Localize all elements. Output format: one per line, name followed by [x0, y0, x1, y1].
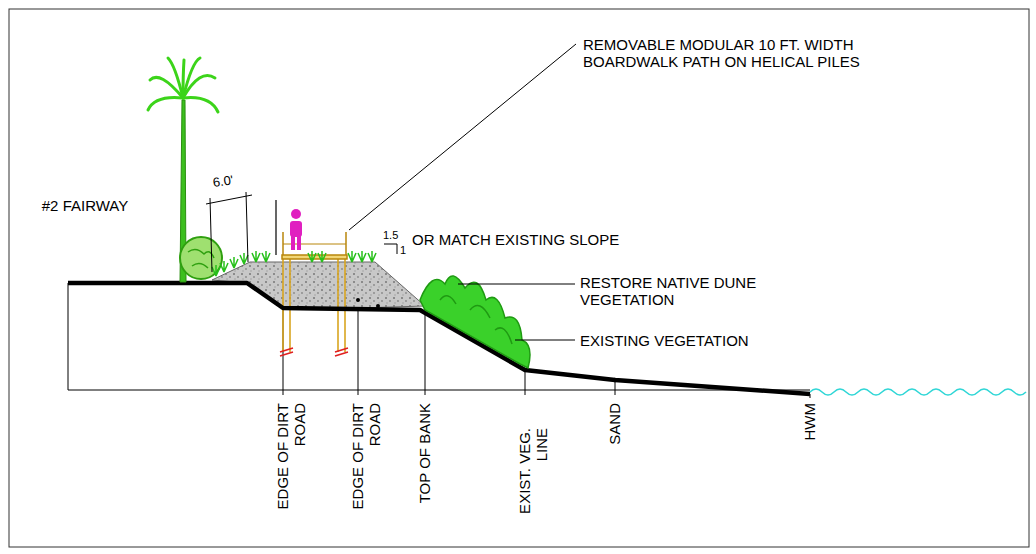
- sign-post: [275, 200, 276, 255]
- person: [290, 209, 302, 250]
- dimension-text: 6.0': [212, 171, 254, 191]
- dune-vegetation: [420, 276, 530, 368]
- dune-grass: [212, 251, 376, 276]
- leader-lines: [349, 44, 576, 340]
- station-label: EDGE OF DIRT ROAD: [274, 403, 309, 533]
- slope-ratio: 1.5: [383, 229, 403, 242]
- station-label: EXIST. VEG. LINE: [516, 428, 551, 533]
- water-line: [810, 389, 1026, 395]
- area-label: #2 FAIRWAY: [40, 197, 130, 214]
- station-label: HWM: [801, 403, 818, 533]
- shrub: [180, 237, 222, 279]
- callout-note: OR MATCH EXISTING SLOPE: [412, 231, 632, 248]
- dimension-lines: [206, 192, 252, 272]
- section-edge: [68, 283, 69, 390]
- slope-ratio: 1: [400, 244, 410, 257]
- extension-lines: [283, 308, 810, 398]
- station-label: TOP OF BANK: [416, 403, 433, 533]
- station-label: EDGE OF DIRT ROAD: [349, 403, 384, 533]
- callout-note: RESTORE NATIVE DUNE VEGETATION: [580, 274, 840, 309]
- base-line: [68, 390, 810, 391]
- callout-note: REMOVABLE MODULAR 10 FT. WIDTH BOARDWALK…: [583, 36, 873, 71]
- frame: [9, 9, 1029, 547]
- slope-symbol: [384, 244, 397, 254]
- station-label: SAND: [606, 403, 623, 533]
- callout-note: EXISTING VEGETATION: [580, 332, 840, 349]
